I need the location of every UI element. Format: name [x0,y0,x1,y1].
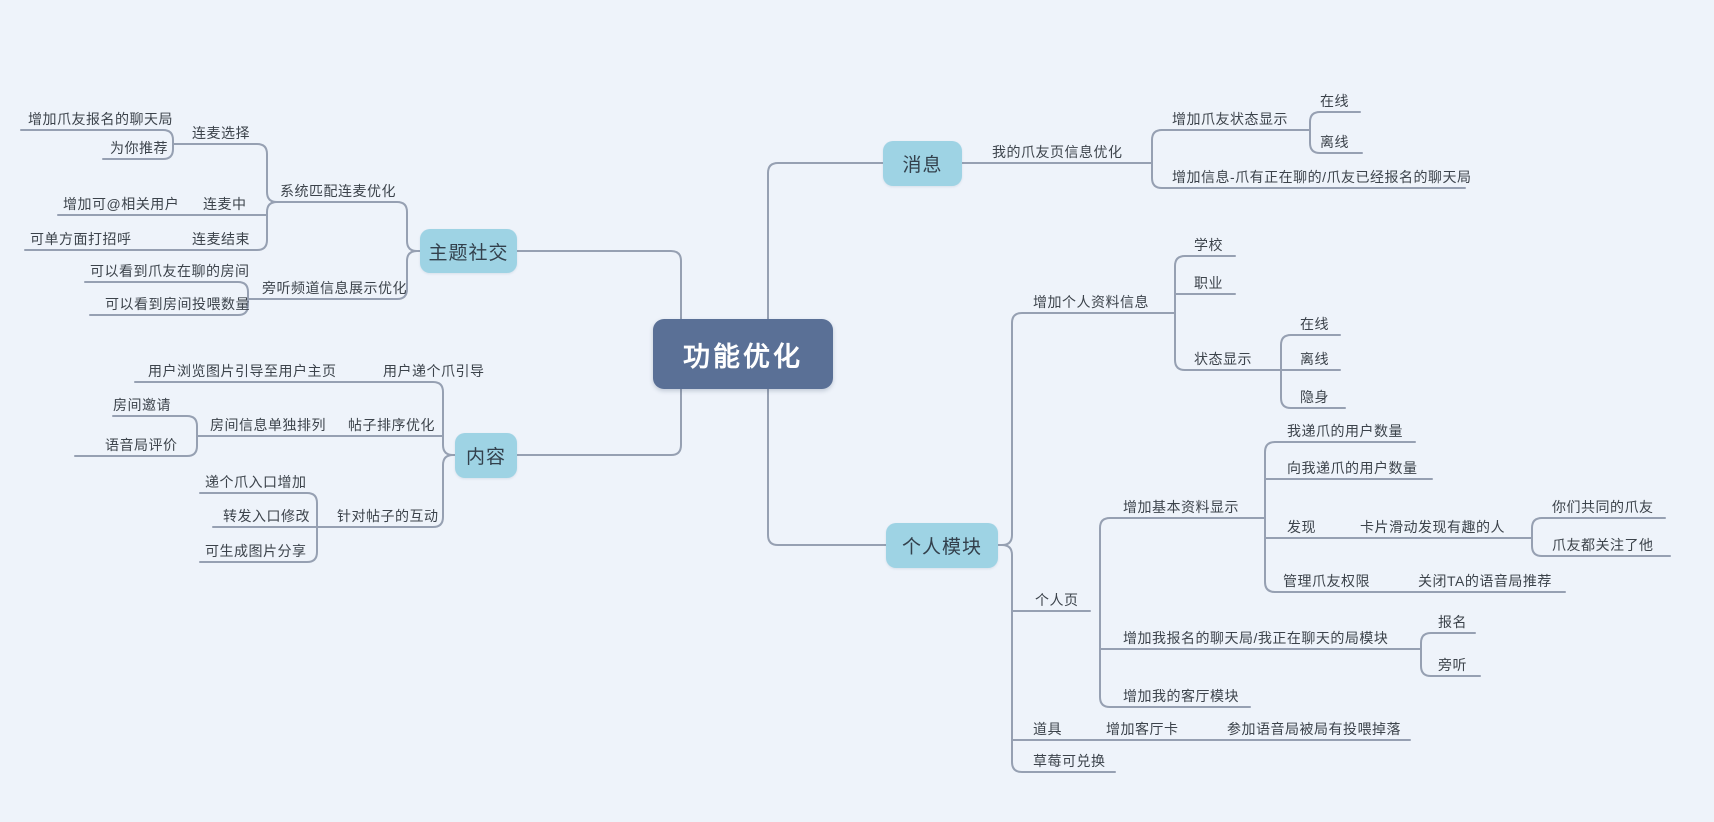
node-generate-image-share[interactable]: 可生成图片分享 [205,543,307,559]
node-listen-channel-info-optimize[interactable]: 旁听频道信息展示优化 [262,280,407,296]
node-personal-page[interactable]: 个人页 [1035,592,1079,608]
node-voice-session-review[interactable]: 语音局评价 [105,437,178,453]
node-close-ta-voice-recommend[interactable]: 关闭TA的语音局推荐 [1418,573,1552,589]
topic-personal-module[interactable]: 个人模块 [886,523,998,568]
node-system-match-mic-optimize[interactable]: 系统匹配连麦优化 [280,183,396,199]
node-msg-status-online[interactable]: 在线 [1320,93,1349,109]
node-msg-status-offline[interactable]: 离线 [1320,134,1349,150]
node-card-swipe-discover[interactable]: 卡片滑动发现有趣的人 [1360,519,1505,535]
node-my-friend-page-info[interactable]: 我的爪友页信息优化 [992,144,1123,160]
node-mic-connecting[interactable]: 连麦中 [203,196,247,212]
node-share-entry-modify[interactable]: 转发入口修改 [223,508,310,524]
node-my-living-room-module[interactable]: 增加我的客厅模块 [1123,688,1239,704]
node-props[interactable]: 道具 [1033,721,1062,737]
topic-theme-social[interactable]: 主题社交 [420,229,517,273]
node-see-friend-chat-rooms[interactable]: 可以看到爪友在聊的房间 [90,263,250,279]
node-paws-received-count[interactable]: 向我递爪的用户数量 [1287,460,1418,476]
node-add-friend-status[interactable]: 增加爪友状态显示 [1172,111,1288,127]
node-image-browse-guide[interactable]: 用户浏览图片引导至用户主页 [148,363,337,379]
central-topic[interactable]: 功能优化 [653,319,833,389]
node-school[interactable]: 学校 [1194,237,1223,253]
node-add-mention-users[interactable]: 增加可@相关用户 [63,196,180,212]
node-signup[interactable]: 报名 [1438,614,1467,630]
node-living-room-card[interactable]: 增加客厅卡 [1106,721,1179,737]
node-add-friend-signup-chat[interactable]: 增加爪友报名的聊天局 [28,111,173,127]
node-status-display[interactable]: 状态显示 [1194,351,1252,367]
node-paw-guide[interactable]: 用户递个爪引导 [383,363,485,379]
node-post-sort-optimize[interactable]: 帖子排序优化 [348,417,435,433]
node-status-invisible[interactable]: 隐身 [1300,389,1329,405]
node-mic-ended[interactable]: 连麦结束 [192,231,250,247]
node-see-room-feeding-count[interactable]: 可以看到房间投喂数量 [105,296,250,312]
topic-content[interactable]: 内容 [455,433,517,478]
node-add-basic-info[interactable]: 增加基本资料显示 [1123,499,1239,515]
node-listen[interactable]: 旁听 [1438,657,1467,673]
node-manage-friend-permission[interactable]: 管理爪友权限 [1283,573,1370,589]
node-mutual-friends[interactable]: 你们共同的爪友 [1552,499,1654,515]
node-occupation[interactable]: 职业 [1194,275,1223,291]
node-status-offline[interactable]: 离线 [1300,351,1329,367]
topic-messages[interactable]: 消息 [883,141,962,186]
node-paw-entry-add[interactable]: 递个爪入口增加 [205,474,307,490]
node-recommend-for-you[interactable]: 为你推荐 [110,140,168,156]
node-strawberry-exchange[interactable]: 草莓可兑换 [1033,753,1106,769]
node-discover[interactable]: 发现 [1287,519,1316,535]
node-friends-follow-him[interactable]: 爪友都关注了他 [1552,537,1654,553]
node-my-signup-chat-module[interactable]: 增加我报名的聊天局/我正在聊天的局模块 [1123,630,1389,646]
node-add-profile-info[interactable]: 增加个人资料信息 [1033,294,1149,310]
node-post-interaction[interactable]: 针对帖子的互动 [337,508,439,524]
node-one-way-greeting[interactable]: 可单方面打招呼 [30,231,132,247]
node-mic-select[interactable]: 连麦选择 [192,125,250,141]
node-room-invite[interactable]: 房间邀请 [113,397,171,413]
node-paws-sent-count[interactable]: 我递爪的用户数量 [1287,423,1403,439]
node-status-online[interactable]: 在线 [1300,316,1329,332]
node-voice-session-feeding-drop[interactable]: 参加语音局被局有投喂掉落 [1227,721,1401,737]
node-add-chat-info[interactable]: 增加信息-爪有正在聊的/爪友已经报名的聊天局 [1172,169,1472,185]
node-room-info-separate[interactable]: 房间信息单独排列 [210,417,326,433]
